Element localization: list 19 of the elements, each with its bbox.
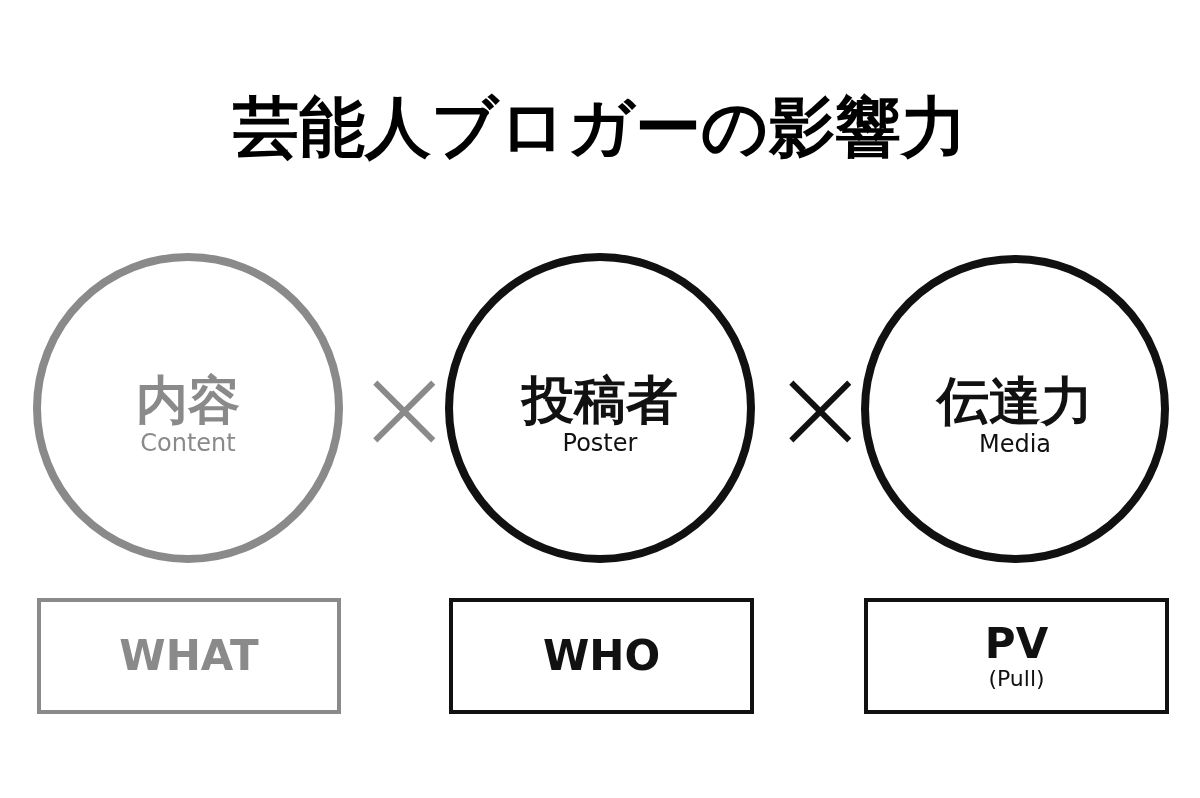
title: 芸能人ブロガーの影響力 — [232, 88, 968, 168]
box-heading: PV — [984, 620, 1049, 667]
concept-circle — [32, 252, 344, 564]
label-box — [37, 598, 341, 714]
concept-circle — [860, 254, 1170, 564]
circle-subtitle: Media — [978, 430, 1052, 459]
box-subtitle: (Pull) — [988, 667, 1045, 692]
label-box — [864, 598, 1169, 714]
circle-heading: 内容 — [136, 372, 240, 430]
circle-heading: 伝達力 — [937, 373, 1093, 431]
circle-subtitle: Content — [140, 429, 236, 458]
circle-heading: 投稿者 — [522, 372, 678, 430]
label-box — [449, 598, 754, 714]
concept-circle — [444, 252, 756, 564]
box-heading: WHAT — [119, 632, 259, 680]
multiply-sign: × — [354, 348, 434, 468]
circle-subtitle: Poster — [562, 429, 638, 458]
multiply-sign: × — [770, 348, 850, 468]
box-heading: WHO — [542, 632, 661, 680]
